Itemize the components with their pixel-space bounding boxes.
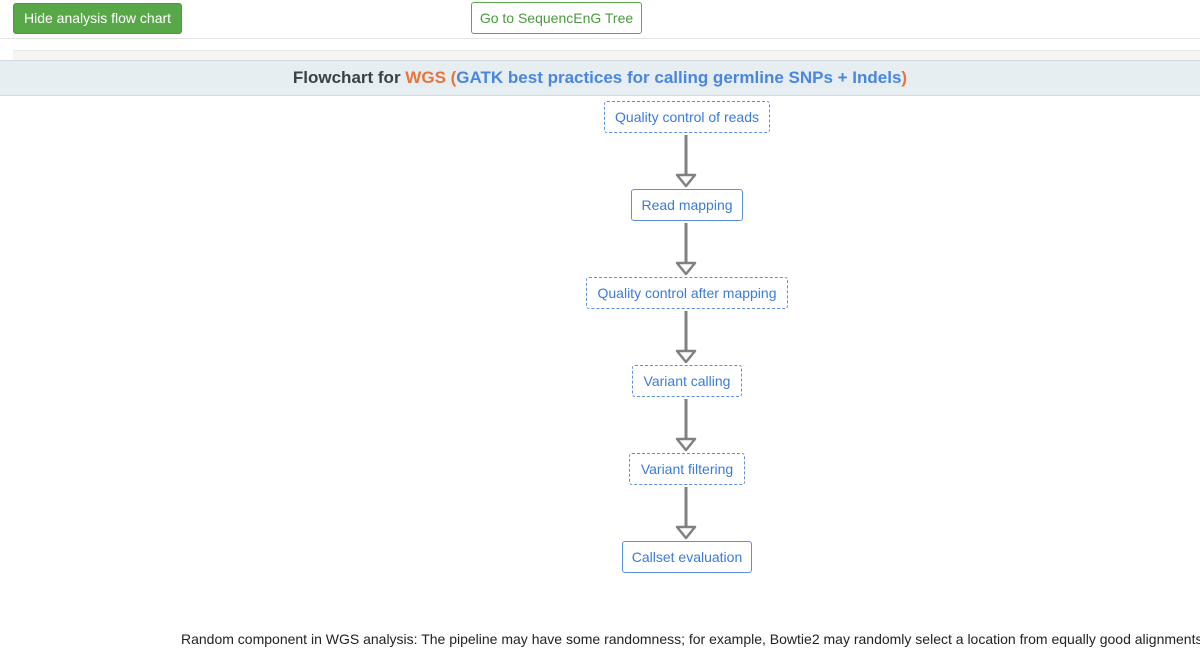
- flow-node-read-mapping[interactable]: Read mapping: [631, 189, 743, 221]
- flow-node-variant-filtering[interactable]: Variant filtering: [629, 453, 745, 485]
- go-to-tree-button[interactable]: Go to SequencEnG Tree: [471, 2, 642, 34]
- randomness-note: Random component in WGS analysis: The pi…: [181, 631, 1200, 647]
- flow-node-quality-control-reads[interactable]: Quality control of reads: [604, 101, 770, 133]
- flowchart: Quality control of reads Read mapping Qu…: [0, 96, 1200, 596]
- flow-arrow-1: [675, 135, 697, 188]
- flow-arrow-3: [675, 311, 697, 364]
- title-paren-close: ): [901, 68, 908, 87]
- flowchart-title: Flowchart for WGS (GATK best practices f…: [0, 60, 1200, 96]
- top-toolbar: Hide analysis flow chart Go to SequencEn…: [0, 0, 1200, 39]
- title-analysis-name: WGS: [405, 68, 446, 87]
- title-prefix: Flowchart for: [292, 68, 406, 87]
- hide-flowchart-button[interactable]: Hide analysis flow chart: [13, 3, 182, 34]
- flow-node-callset-evaluation[interactable]: Callset evaluation: [622, 541, 752, 573]
- title-description: GATK best practices for calling germline…: [456, 68, 902, 87]
- title-paren-open: (: [445, 68, 457, 87]
- flow-arrow-4: [675, 399, 697, 452]
- flow-arrow-2: [675, 223, 697, 276]
- flow-node-quality-control-after-mapping[interactable]: Quality control after mapping: [586, 277, 788, 309]
- panel-divider: [13, 50, 1200, 61]
- flow-node-variant-calling[interactable]: Variant calling: [632, 365, 742, 397]
- flow-arrow-5: [675, 487, 697, 540]
